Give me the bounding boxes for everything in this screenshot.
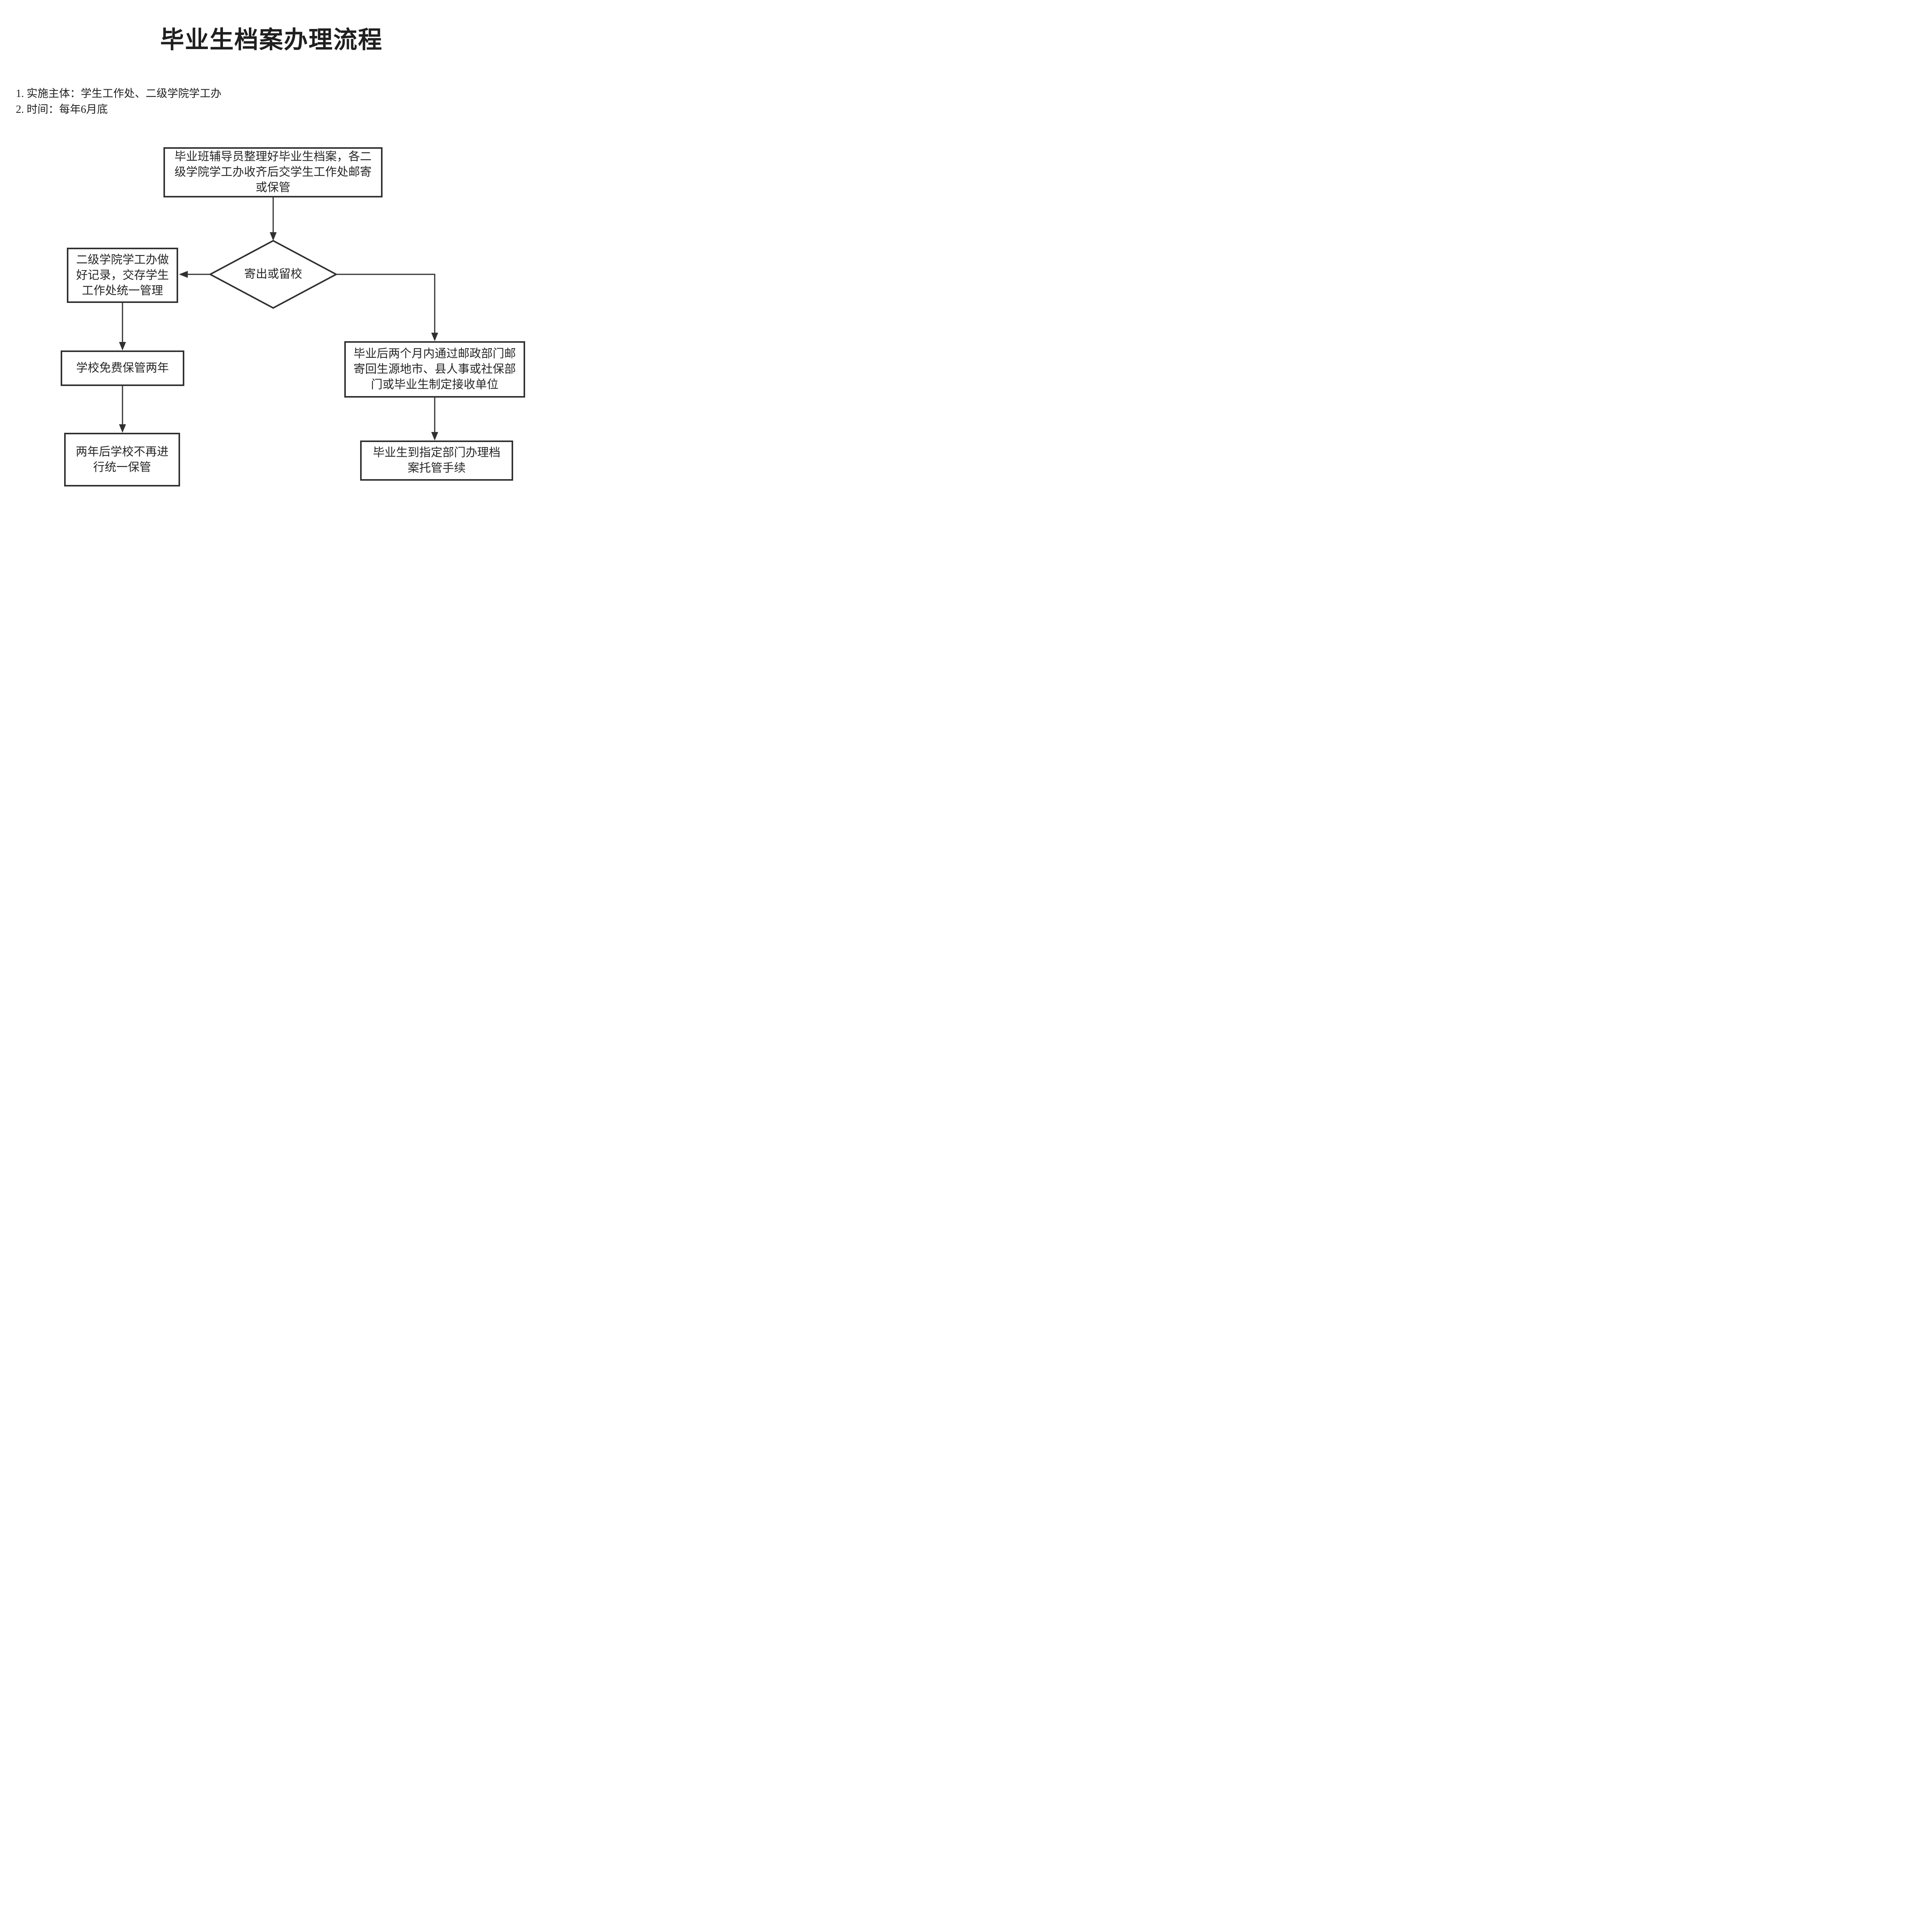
arrowhead-down-storage — [119, 342, 126, 350]
arrowhead-down-after — [119, 424, 126, 433]
record-box-text: 二级学院学工办做 好记录，交存学生 工作处统一管理 — [76, 253, 169, 297]
note-implementer: 1. 实施主体：学生工作处、二级学院学工办 — [16, 88, 222, 100]
custody-box: 毕业生到指定部门办理档 案托管手续 — [360, 440, 513, 481]
note-time: 2. 时间：每年6月底 — [16, 104, 108, 116]
flow-connectors — [119, 197, 438, 440]
arrowhead-down-mail — [431, 333, 438, 341]
custody-box-text: 毕业生到指定部门办理档 案托管手续 — [373, 446, 500, 474]
mail-box-text: 毕业后两个月内通过邮政部门邮 寄回生源地市、县人事或社保部 门或毕业生制定接收单… — [354, 347, 516, 391]
arrowhead-down-decision — [270, 232, 277, 241]
start-box-text: 毕业班辅导员整理好毕业生档案，各二 级学院学工办收齐后交学生工作处邮寄 或保管 — [174, 150, 372, 194]
flowchart-page: 毕业生档案办理流程 1. 实施主体：学生工作处、二级学院学工办 2. 时间：每年… — [0, 0, 543, 501]
mail-box: 毕业后两个月内通过邮政部门邮 寄回生源地市、县人事或社保部 门或毕业生制定接收单… — [344, 341, 525, 398]
storage-box: 学校免费保管两年 — [61, 350, 184, 386]
arrowhead-down-custody — [431, 432, 438, 440]
after-two-years-box: 两年后学校不再进 行统一保管 — [64, 433, 180, 486]
after-two-years-box-text: 两年后学校不再进 行统一保管 — [76, 445, 168, 474]
connector-decision-to-mail — [336, 274, 435, 333]
arrowhead-left-record — [179, 271, 188, 278]
decision-diamond-shape — [208, 240, 338, 309]
start-box: 毕业班辅导员整理好毕业生档案，各二 级学院学工办收齐后交学生工作处邮寄 或保管 — [163, 147, 383, 197]
decision-diamond-label: 寄出或留校 — [244, 268, 302, 281]
storage-box-text: 学校免费保管两年 — [76, 362, 169, 374]
notes-block: 1. 实施主体：学生工作处、二级学院学工办 2. 时间：每年6月底 — [16, 86, 221, 117]
record-box: 二级学院学工办做 好记录，交存学生 工作处统一管理 — [67, 248, 178, 303]
page-title: 毕业生档案办理流程 — [160, 27, 383, 53]
